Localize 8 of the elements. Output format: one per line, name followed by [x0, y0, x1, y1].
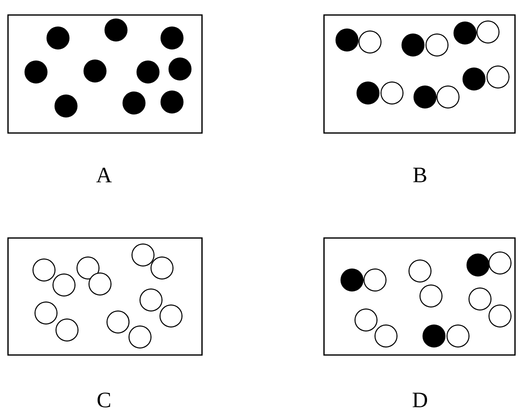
panel-letter: A	[96, 168, 112, 182]
box	[323, 237, 516, 356]
panel-letter: D	[412, 392, 428, 408]
panel-letter: B	[413, 168, 426, 182]
box	[7, 237, 203, 356]
box	[7, 14, 203, 134]
box	[323, 14, 516, 134]
panel-letter: C	[98, 392, 110, 408]
